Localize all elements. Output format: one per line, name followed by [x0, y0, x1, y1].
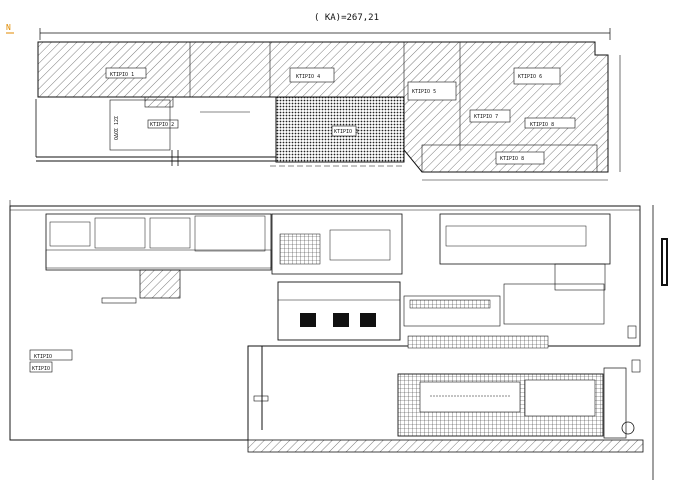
elevation-title: ( KA)=267,21	[314, 13, 379, 23]
north-arrow-icon: N	[6, 23, 14, 34]
bottom-label-2: ΚΤΙΡΙΟ	[29, 361, 53, 373]
svg-text:ΚΤΙΡΙΟ 4: ΚΤΙΡΙΟ 4	[296, 74, 320, 80]
bottom-road	[247, 439, 644, 453]
bottom-label-1: ΚΤΙΡΙΟ	[29, 349, 73, 361]
label-box-5: ΚΤΙΡΙΟ 6	[513, 67, 561, 85]
svg-text:ΚΤΙΡΙΟ: ΚΤΙΡΙΟ	[34, 354, 52, 360]
road-label: ΟΔΟΣ 12Σ	[114, 116, 120, 140]
label-box-2: ΚΤΙΡΙΟ 4	[289, 67, 335, 83]
svg-text:ΚΤΙΡΙΟ 8: ΚΤΙΡΙΟ 8	[500, 156, 524, 162]
svg-text:ΚΤΙΡΙΟ 7: ΚΤΙΡΙΟ 7	[474, 114, 498, 120]
svg-text:ΚΤΙΡΙΟ 1: ΚΤΙΡΙΟ 1	[110, 72, 134, 78]
building-strip-left	[45, 213, 272, 271]
svg-text:ΚΤΙΡΙΟ 8: ΚΤΙΡΙΟ 8	[530, 122, 554, 128]
svg-text:ΚΤΙΡΙΟ: ΚΤΙΡΙΟ	[32, 366, 50, 372]
label-box-4: ΚΤΙΡΙΟ 5	[407, 81, 457, 101]
svg-text:ΚΤΙΡΙΟ 2: ΚΤΙΡΙΟ 2	[150, 122, 174, 128]
label-box-9: ΚΤΙΡΙΟ 2	[147, 119, 179, 129]
label-box-7: ΚΤΙΡΙΟ 8	[524, 117, 576, 129]
label-box-1: ΚΤΙΡΙΟ 1	[105, 67, 147, 79]
svg-text:ΚΤΙΡΙΟ 5: ΚΤΙΡΙΟ 5	[412, 89, 436, 95]
bottom-site-plan: ΚΤΙΡΙΟ ΚΤΙΡΙΟ	[9, 200, 668, 480]
label-box-8: ΚΤΙΡΙΟ 8	[495, 151, 545, 165]
central-building	[277, 281, 401, 341]
svg-text:N: N	[6, 23, 11, 32]
svg-text:ΚΤΙΡΙΟ 6: ΚΤΙΡΙΟ 6	[518, 74, 542, 80]
top-site-plan: ΚΤΙΡΙΟ 1 ΚΤΙΡΙΟ 4 ΚΤΙΡΙΟ 3 ΚΤΙΡΙΟ 5 ΚΤΙΡ…	[35, 28, 621, 181]
label-box-6: ΚΤΙΡΙΟ 7	[469, 109, 511, 123]
label-box-3: ΚΤΙΡΙΟ 3	[331, 125, 358, 137]
svg-text:ΚΤΙΡΙΟ 3: ΚΤΙΡΙΟ 3	[334, 129, 358, 135]
